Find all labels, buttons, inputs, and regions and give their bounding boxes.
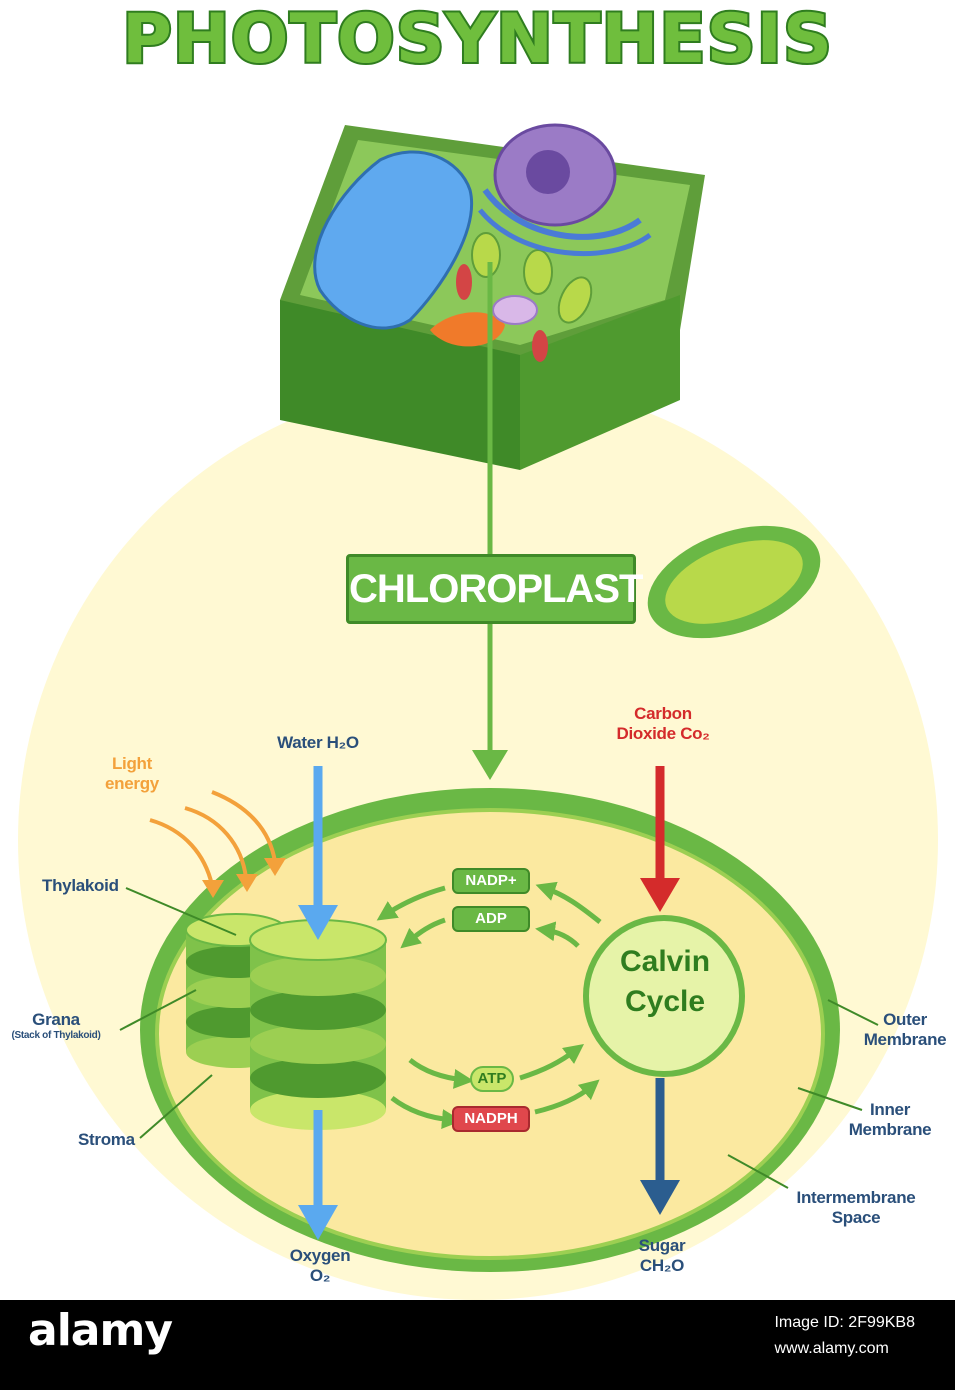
thylakoid-label: Thylakoid	[42, 876, 119, 895]
intermembrane-line-2: Space	[831, 1208, 881, 1227]
footer-bar	[0, 1300, 955, 1390]
water-label: Water H₂O	[277, 733, 359, 752]
water-arrow	[298, 766, 338, 940]
sugar-arrow	[640, 1078, 680, 1215]
chloroplast-label-box: CHLOROPLAST	[346, 554, 643, 624]
carbon-dioxide-label: Carbon Dioxide Co₂	[598, 704, 728, 744]
nadph-badge: NADPH	[452, 1106, 530, 1132]
inner-membrane-label: Inner Membrane	[840, 1100, 940, 1140]
leader-lines	[119, 887, 879, 1189]
carbon-dioxide-arrow	[640, 766, 680, 912]
light-energy-line-2: energy	[105, 774, 159, 793]
pointer-arrowhead	[472, 750, 508, 780]
footer-site: www.alamy.com	[774, 1340, 889, 1357]
oxygen-arrow	[298, 1110, 338, 1240]
calvin-line-2: Cycle	[624, 985, 706, 1018]
diagram-graphics	[18, 123, 938, 1300]
footer-logo: alamy	[28, 1305, 173, 1356]
footer-image-id: Image ID: 2F99KB8	[774, 1314, 915, 1331]
grana-label-main: Grana	[32, 1010, 80, 1029]
sugar-label: Sugar CH₂O	[612, 1236, 712, 1276]
intermembrane-line-1: Intermembrane	[796, 1188, 916, 1207]
oxygen-line-1: Oxygen	[289, 1246, 351, 1265]
grana-label: Grana (Stack of Thylakoid)	[0, 1010, 112, 1042]
stroma-label: Stroma	[78, 1130, 135, 1149]
outer-membrane-line-2: Membrane	[863, 1030, 947, 1049]
outer-membrane-line-1: Outer	[883, 1010, 927, 1029]
sugar-line-2: CH₂O	[639, 1256, 685, 1275]
calvin-cycle-label: Calvin Cycle	[610, 942, 720, 1022]
calvin-cycle-circle	[583, 915, 745, 1077]
inner-membrane-line-2: Membrane	[848, 1120, 932, 1139]
footer-info: Image ID: 2F99KB8 www.alamy.com	[774, 1310, 915, 1362]
light-energy-label: Light energy	[88, 754, 176, 794]
grana-stacks	[185, 913, 387, 1130]
light-energy-arrows	[149, 790, 277, 886]
nadp-badge: NADP+	[452, 868, 530, 894]
inner-membrane-line-1: Inner	[869, 1100, 911, 1119]
carbon-dioxide-line-2: Dioxide Co₂	[616, 724, 710, 743]
outer-membrane-label: Outer Membrane	[860, 1010, 950, 1050]
calvin-line-1: Calvin	[619, 945, 711, 978]
chloroplast-illustration	[647, 525, 821, 639]
oxygen-line-2: O₂	[309, 1266, 331, 1285]
plant-cell-illustration	[280, 123, 705, 470]
atp-badge: ATP	[470, 1066, 514, 1092]
sugar-line-1: Sugar	[638, 1236, 686, 1255]
light-energy-line-1: Light	[111, 754, 153, 773]
page-title: PHOTOSYNTHESIS	[120, 0, 834, 81]
carbon-dioxide-line-1: Carbon	[634, 704, 692, 723]
oxygen-label: Oxygen O₂	[270, 1246, 370, 1286]
grana-label-sub: (Stack of Thylakoid)	[11, 1030, 101, 1041]
intermembrane-space-label: Intermembrane Space	[786, 1188, 926, 1228]
cycle-arrows	[376, 881, 602, 1130]
adp-badge: ADP	[452, 906, 530, 932]
